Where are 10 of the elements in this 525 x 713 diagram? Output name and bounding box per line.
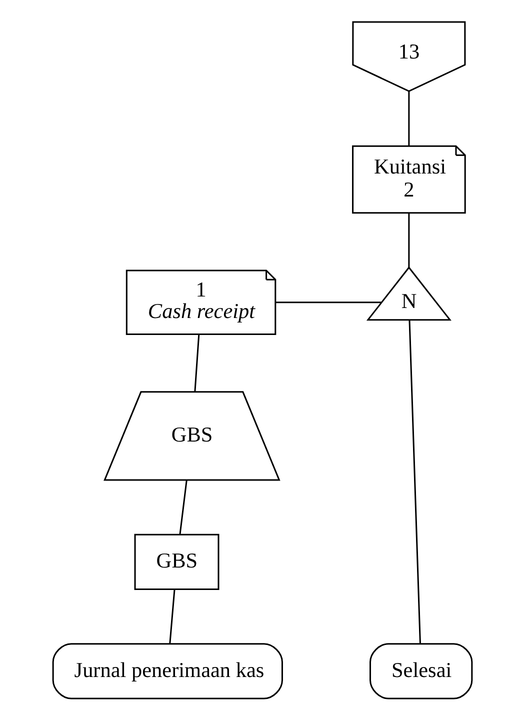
connector bbox=[179, 480, 188, 535]
connector bbox=[276, 302, 382, 304]
connector bbox=[408, 213, 410, 268]
connector bbox=[408, 320, 421, 644]
connector bbox=[408, 92, 410, 146]
node-box: Selesai bbox=[370, 643, 473, 700]
node-box: GBS bbox=[134, 534, 220, 590]
connector bbox=[169, 590, 176, 644]
connector bbox=[194, 334, 200, 392]
node-box: Jurnal penerimaan kas bbox=[52, 643, 283, 700]
